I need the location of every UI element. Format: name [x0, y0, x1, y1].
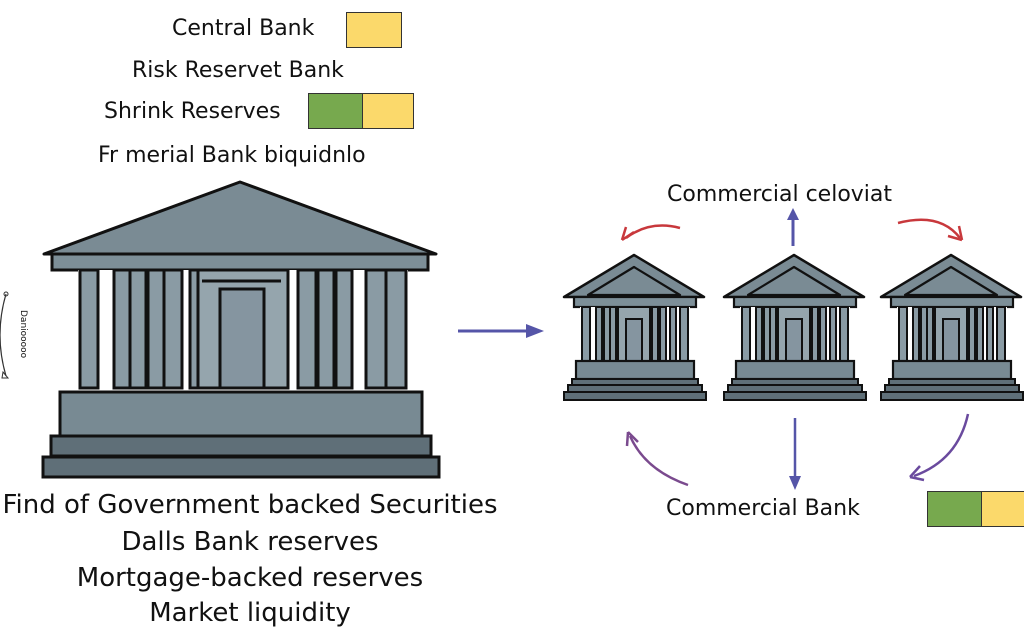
legend-swatch-yellow-2	[362, 93, 414, 129]
legend-label-risk-reserve: Risk Reservet Bank	[132, 58, 344, 83]
red-arrow-left-icon	[620, 224, 681, 242]
legend-swatch-yellow	[346, 12, 402, 48]
label-bank-reserves: Dalls Bank reserves	[121, 527, 379, 557]
commercial-swatch-green	[927, 491, 983, 527]
legend-label-commercial-liquidity: Fr merial Bank biquidnlo	[98, 143, 366, 168]
commercial-network-top-label: Commercial celoviat	[667, 182, 893, 207]
purple-arrow-right-icon	[909, 413, 970, 482]
red-arrow-right-icon	[897, 218, 964, 242]
commercial-bank-label: Commercial Bank	[666, 496, 860, 521]
label-mortgage-backed: Mortgage-backed reserves	[76, 563, 424, 593]
commercial-swatch-yellow	[981, 491, 1024, 527]
side-bracket-icon	[0, 291, 10, 379]
legend-label-shrink-reserves: Shrink Reserves	[104, 99, 281, 124]
purple-arrow-left-icon	[625, 431, 689, 487]
blue-arrow-down-icon	[789, 418, 801, 490]
label-market-liquidity: Market liquidity	[149, 598, 351, 628]
blue-arrow-up-icon	[787, 208, 799, 246]
label-government-securities: Find of Government backed Securities	[2, 490, 498, 520]
legend-label-central-bank: Central Bank	[172, 16, 315, 41]
